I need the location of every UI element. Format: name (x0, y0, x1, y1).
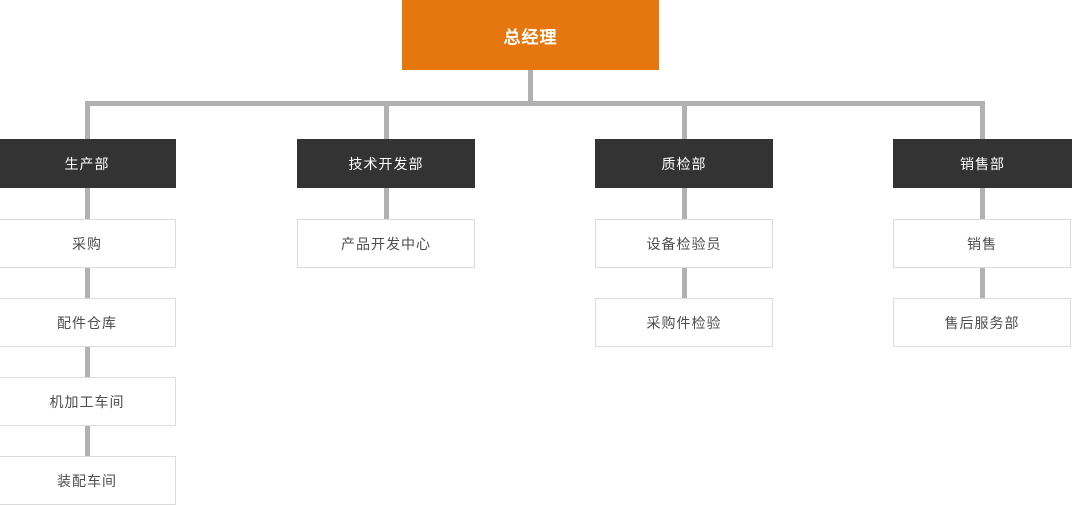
connector-qa-1 (682, 188, 687, 219)
connector-sales-1 (980, 188, 985, 219)
org-node-machining-workshop[interactable]: 机加工车间 (0, 377, 176, 426)
org-node-sales[interactable]: 销售 (893, 219, 1071, 268)
org-node-purchased-parts-inspection[interactable]: 采购件检验 (595, 298, 773, 347)
org-node-equipment-inspector[interactable]: 设备检验员 (595, 219, 773, 268)
org-node-product-dev-center[interactable]: 产品开发中心 (297, 219, 475, 268)
connector-production-4 (85, 426, 90, 456)
connector-qa-2 (682, 268, 687, 298)
org-node-assembly-workshop[interactable]: 装配车间 (0, 456, 176, 505)
connector-sales-2 (980, 268, 985, 298)
connector-production-2 (85, 268, 90, 298)
connector-drop-rnd (384, 101, 389, 139)
connector-rail (85, 101, 985, 106)
connector-production-3 (85, 347, 90, 377)
connector-root-stub (528, 70, 533, 101)
connector-drop-qa (682, 101, 687, 139)
connector-drop-sales (980, 101, 985, 139)
org-node-dept-production[interactable]: 生产部 (0, 139, 176, 188)
org-node-root[interactable]: 总经理 (402, 0, 659, 70)
connector-rnd-1 (384, 188, 389, 219)
org-node-dept-sales[interactable]: 销售部 (893, 139, 1072, 188)
connector-production-1 (85, 188, 90, 219)
org-node-dept-qa[interactable]: 质检部 (595, 139, 773, 188)
org-node-procurement[interactable]: 采购 (0, 219, 176, 268)
connector-drop-production (85, 101, 90, 139)
org-node-after-sales[interactable]: 售后服务部 (893, 298, 1071, 347)
org-node-dept-rnd[interactable]: 技术开发部 (297, 139, 475, 188)
org-node-parts-warehouse[interactable]: 配件仓库 (0, 298, 176, 347)
